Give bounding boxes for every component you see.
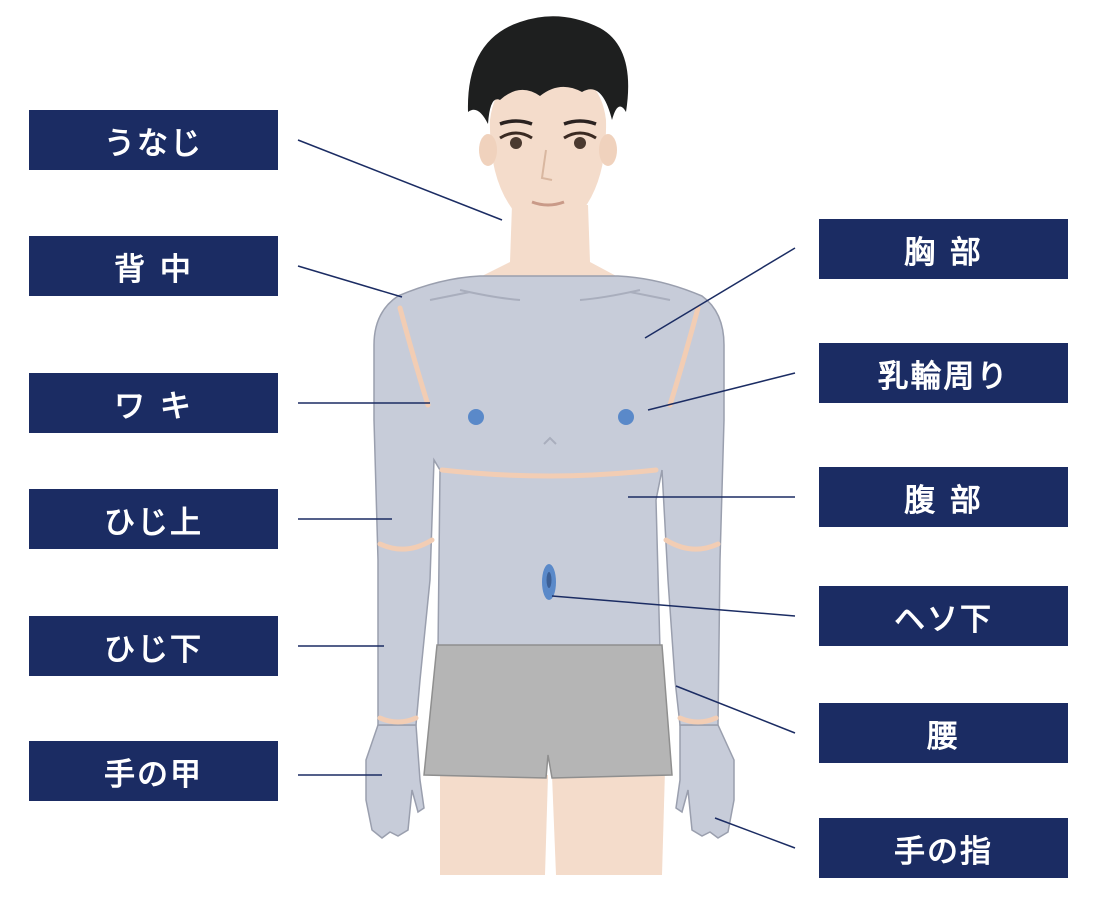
label-chest-text: 胸 部 xyxy=(904,234,983,271)
eyes xyxy=(499,119,597,149)
label-back-of-hand: 手の甲 xyxy=(29,741,278,801)
label-back-of-hand-text: 手の甲 xyxy=(104,756,203,793)
label-areola: 乳輪周り xyxy=(819,343,1068,403)
label-chest: 胸 部 xyxy=(819,219,1068,279)
hands xyxy=(365,724,735,839)
leader-lines xyxy=(297,139,796,849)
right-nipple-marker xyxy=(618,409,634,425)
head xyxy=(467,16,629,238)
label-abdomen: 腹 部 xyxy=(819,467,1068,527)
label-abdomen-text: 腹 部 xyxy=(904,482,983,519)
label-waist: 腰 xyxy=(819,703,1068,763)
shirt-folds xyxy=(429,289,671,445)
label-below-elbow: ひじ下 xyxy=(29,616,278,676)
label-nape-text: うなじ xyxy=(104,125,203,162)
hair xyxy=(467,16,629,125)
label-fingers: 手の指 xyxy=(819,818,1068,878)
label-below-navel: ヘソ下 xyxy=(819,586,1068,646)
label-waist-text: 腰 xyxy=(927,718,960,755)
label-back-text: 背 中 xyxy=(114,251,193,288)
neck xyxy=(478,205,620,278)
label-above-elbow: ひじ上 xyxy=(29,489,278,549)
legs xyxy=(440,770,665,875)
mouth xyxy=(531,200,565,207)
label-fingers-text: 手の指 xyxy=(894,833,993,870)
seam-lines xyxy=(377,305,721,725)
label-below-elbow-text: ひじ下 xyxy=(104,631,203,668)
label-back: 背 中 xyxy=(29,236,278,296)
nose xyxy=(540,149,553,181)
label-below-navel-text: ヘソ下 xyxy=(894,601,993,638)
shirt xyxy=(373,275,725,726)
label-above-elbow-text: ひじ上 xyxy=(104,504,203,541)
label-armpit: ワ キ xyxy=(29,373,278,433)
label-areola-text: 乳輪周り xyxy=(877,358,1010,395)
label-armpit-text: ワ キ xyxy=(114,388,193,425)
left-nipple-marker xyxy=(468,409,484,425)
label-nape: うなじ xyxy=(29,110,278,170)
shorts xyxy=(423,644,673,779)
